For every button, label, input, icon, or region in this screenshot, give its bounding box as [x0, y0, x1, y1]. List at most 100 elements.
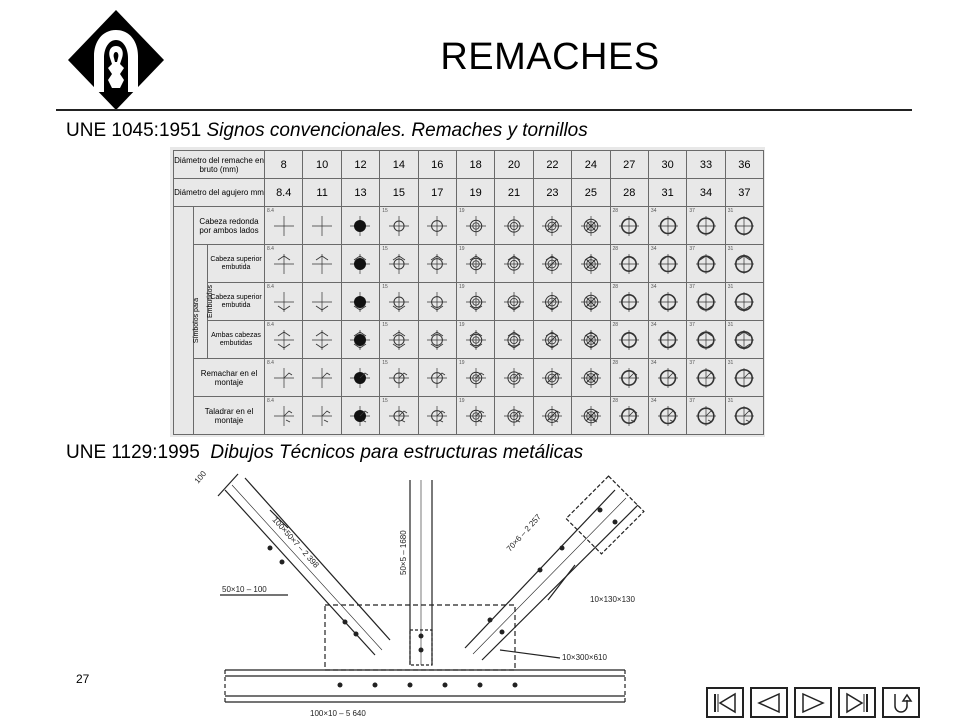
hole-diameter-cell: 11	[302, 178, 342, 207]
row-label: Remachar en el montaje	[192, 358, 266, 397]
hole-diameter-cell: 17	[417, 178, 457, 207]
return-button[interactable]	[882, 687, 920, 718]
rivet-symbol-icon	[427, 367, 448, 388]
rivet-symbol-cell	[494, 320, 534, 359]
rivet-symbol-icon	[273, 215, 294, 236]
rivet-symbol-icon	[388, 367, 409, 388]
slide-navigation	[706, 687, 920, 718]
rivet-diameter-cell: 33	[686, 150, 726, 179]
rivet-symbol-icon	[350, 405, 371, 426]
first-page-icon	[714, 692, 736, 713]
rivet-symbol-cell	[532, 244, 573, 283]
rivet-symbol-cell	[340, 282, 381, 321]
row-label: Cabeza superior embutida	[206, 282, 266, 321]
rivet-symbol-cell	[494, 244, 534, 283]
rivet-symbol-icon	[504, 405, 525, 426]
symbol-size-mark: 37	[689, 360, 695, 366]
symbol-size-mark: 19	[458, 208, 465, 214]
rivet-symbol-icon	[542, 367, 563, 388]
rivet-symbol-cell: 15	[379, 396, 419, 435]
row-label: Ambas cabezas embutidas	[206, 320, 266, 359]
rivet-symbol-icon	[312, 253, 333, 274]
rivet-diameter-cell: 30	[647, 150, 688, 179]
rivet-symbol-icon	[580, 253, 601, 274]
rivet-symbol-icon	[312, 329, 333, 350]
rivet-symbol-cell: 15	[379, 282, 419, 321]
rivet-diameter-cell: 14	[379, 150, 419, 179]
symbol-size-mark: 8.4	[267, 246, 274, 252]
rivet-diameter-cell: 22	[532, 150, 573, 179]
standard-code: UNE 1129:1995	[66, 442, 200, 463]
hole-diameter-cell: 25	[571, 178, 611, 207]
symbol-size-mark: 19	[458, 360, 465, 366]
rivet-symbol-icon	[350, 291, 371, 312]
next-page-button[interactable]	[794, 687, 832, 718]
rivet-symbol-icon	[388, 329, 409, 350]
rivet-symbol-icon	[734, 329, 755, 350]
rivet-symbol-icon	[734, 367, 755, 388]
previous-page-button[interactable]	[750, 687, 788, 718]
hole-diameter-cell: 21	[494, 178, 534, 207]
first-page-button[interactable]	[706, 687, 744, 718]
rivet-symbol-cell: 19	[455, 244, 496, 283]
symbol-size-mark: 8.4	[267, 322, 274, 328]
rivet-diameter-cell: 12	[340, 150, 381, 179]
rivet-symbol-cell: 31	[724, 244, 765, 283]
symbol-size-mark: 34	[650, 360, 657, 366]
rivet-symbol-cell	[340, 206, 381, 245]
symbol-size-mark: 19	[458, 322, 465, 328]
rivet-symbol-icon	[696, 367, 716, 388]
symbol-size-mark: 34	[650, 208, 657, 214]
hole-diameter-cell: 23	[532, 178, 573, 207]
symbol-size-mark: 28	[612, 208, 619, 214]
symbol-size-mark: 37	[689, 246, 695, 252]
row-label: Cabeza superior embutida	[206, 244, 266, 283]
symbol-size-mark: 15	[382, 284, 388, 290]
row-label: Cabeza redonda por ambos lados	[192, 206, 266, 245]
rivet-symbol-icon	[542, 329, 563, 350]
rivet-diameter-cell: 24	[571, 150, 611, 179]
hole-diameter-cell: 15	[379, 178, 419, 207]
rivet-symbol-cell	[340, 320, 381, 359]
rivet-symbol-cell: 15	[379, 206, 419, 245]
symbol-size-mark: 28	[612, 284, 619, 290]
symbol-size-mark: 8.4	[267, 398, 274, 404]
symbol-size-mark: 31	[727, 360, 734, 366]
last-page-button[interactable]	[838, 687, 876, 718]
return-icon	[894, 693, 913, 713]
rivet-symbol-cell	[417, 282, 457, 321]
rivet-symbol-cell: 34	[647, 206, 688, 245]
profile-label: 100×50×7 – 2 398	[271, 515, 322, 570]
symbol-size-mark: 37	[689, 208, 695, 214]
rivet-symbol-cell: 19	[455, 358, 496, 397]
rivet-symbol-icon	[273, 291, 294, 312]
rivet-symbol-cell	[494, 396, 534, 435]
rivet-symbol-icon	[619, 329, 640, 350]
standard-name: Dibujos Técnicos para estructuras metáli…	[210, 442, 584, 463]
standard-1045-caption: UNE 1045:1951 Signos convencionales. Rem…	[66, 120, 588, 142]
rivet-symbol-cell: 15	[379, 244, 419, 283]
rivet-symbol-icon	[504, 253, 525, 274]
rivet-symbol-icon	[580, 215, 601, 236]
rivet-symbol-icon	[657, 405, 678, 426]
rivet-symbol-cell: 28	[609, 320, 649, 359]
rivet-symbol-cell: 28	[609, 244, 649, 283]
embedded-group-label: Embutidos	[193, 244, 214, 359]
rivet-symbol-icon	[542, 215, 563, 236]
rivet-symbol-icon	[657, 329, 678, 350]
symbol-size-mark: 28	[612, 246, 619, 252]
symbol-size-mark: 37	[689, 398, 695, 404]
rivet-symbol-cell: 37	[686, 244, 726, 283]
rivet-symbol-cell	[417, 358, 457, 397]
truss-joint-drawing: 100 100×50×7 – 2 398 50×10 – 100 50×5 – …	[193, 470, 645, 718]
symbol-size-mark: 37	[689, 322, 695, 328]
gusset-label: 10×300×610	[562, 653, 607, 662]
dimension-label: 100	[193, 470, 209, 485]
